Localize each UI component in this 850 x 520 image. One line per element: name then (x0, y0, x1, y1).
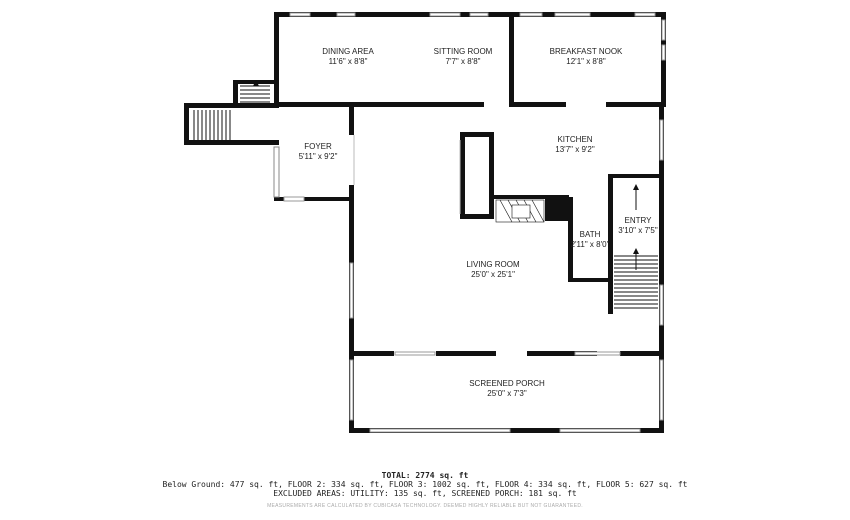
counter-right (489, 132, 494, 218)
chimney (545, 197, 569, 221)
counter-bottom (460, 214, 494, 219)
stair-arrows (253, 80, 639, 254)
room-living-room: LIVING ROOM 25'0" x 25'1" (466, 260, 519, 280)
wall-porch-top-left (349, 351, 394, 356)
room-kitchen: KITCHEN 13'7" x 9'2" (555, 135, 594, 155)
room-breakfast-nook: BREAKFAST NOOK 12'1" x 8'8" (550, 47, 623, 67)
total-area: TOTAL: 2774 sq. ft (381, 471, 469, 480)
room-name: KITCHEN (557, 135, 593, 144)
room-dimension: 11'6" x 8'8" (328, 57, 368, 66)
wall-bath-left (568, 197, 573, 282)
thin-walls (353, 135, 461, 214)
wall-main-right (659, 105, 664, 355)
room-name: LIVING ROOM (466, 260, 520, 269)
room-sitting-room: SITTING ROOM 7'7" x 8'8" (434, 47, 493, 67)
counter-left (460, 132, 465, 218)
wall-main-left-upper (349, 185, 354, 200)
room-dimension: 7'7" x 8'8" (445, 57, 481, 66)
room-name: SCREENED PORCH (469, 379, 545, 388)
wall-entry-left (608, 174, 613, 314)
room-name: SITTING ROOM (433, 47, 493, 56)
windows (273, 12, 666, 433)
room-name: FOYER (304, 142, 332, 151)
counter-top (460, 132, 494, 137)
stairs-left (193, 85, 270, 140)
wall-upper-left (274, 12, 279, 107)
stairs-entry (614, 186, 658, 309)
wall-upper-bottom-mid (509, 102, 566, 107)
room-name: BATH (579, 230, 601, 239)
excluded-areas: EXCLUDED AREAS: UTILITY: 135 sq. ft, SCR… (273, 489, 577, 498)
fireplace-hatch (495, 199, 545, 223)
room-screened-porch: SCREENED PORCH 25'0" x 7'3" (469, 379, 545, 399)
room-foyer: FOYER 5'11" x 9'2" (299, 142, 338, 162)
room-dimension: 25'0" x 25'1" (471, 270, 515, 279)
wall-porch-top-far (620, 351, 664, 356)
wall-porch-top-mid (436, 351, 496, 356)
wall-foyer-right (349, 105, 354, 135)
wall-stair-upper (233, 80, 238, 108)
room-name: DINING AREA (322, 47, 374, 56)
room-name: BREAKFAST NOOK (549, 47, 623, 56)
wall-upper-divider (509, 12, 514, 104)
floor-areas: Below Ground: 477 sq. ft, FLOOR 2: 334 s… (162, 480, 688, 489)
room-entry: ENTRY 3'10" x 7'5" (618, 216, 657, 236)
room-bath: BATH 2'11" x 8'0" (571, 230, 610, 250)
wall-entry-top (608, 174, 664, 178)
wall-stair-bottom (184, 140, 279, 145)
room-dimension: 5'11" x 9'2" (298, 152, 338, 161)
wall-foyer-bottom (274, 197, 354, 201)
wall-porch-top-right (527, 351, 597, 356)
room-dimension: 12'1" x 8'8" (566, 57, 606, 66)
room-dimension: 3'10" x 7'5" (618, 226, 658, 235)
room-name: ENTRY (624, 216, 652, 225)
wall-stair-left (184, 103, 189, 145)
wall-upper-bottom-left (274, 102, 484, 107)
room-dimension: 2'11" x 8'0" (570, 240, 610, 249)
wall-stair-top (184, 103, 279, 108)
room-dining-area: DINING AREA 11'6" x 8'8" (322, 47, 374, 67)
wall-fireplace-top (494, 195, 569, 199)
walls (184, 12, 666, 433)
wall-bath-bottom (568, 278, 612, 282)
wall-upper-bottom-right (606, 102, 666, 107)
disclaimer: MEASUREMENTS ARE CALCULATED BY CUBICASA … (267, 503, 583, 509)
room-dimension: 13'7" x 9'2" (555, 145, 595, 154)
room-dimension: 25'0" x 7'3" (487, 389, 527, 398)
